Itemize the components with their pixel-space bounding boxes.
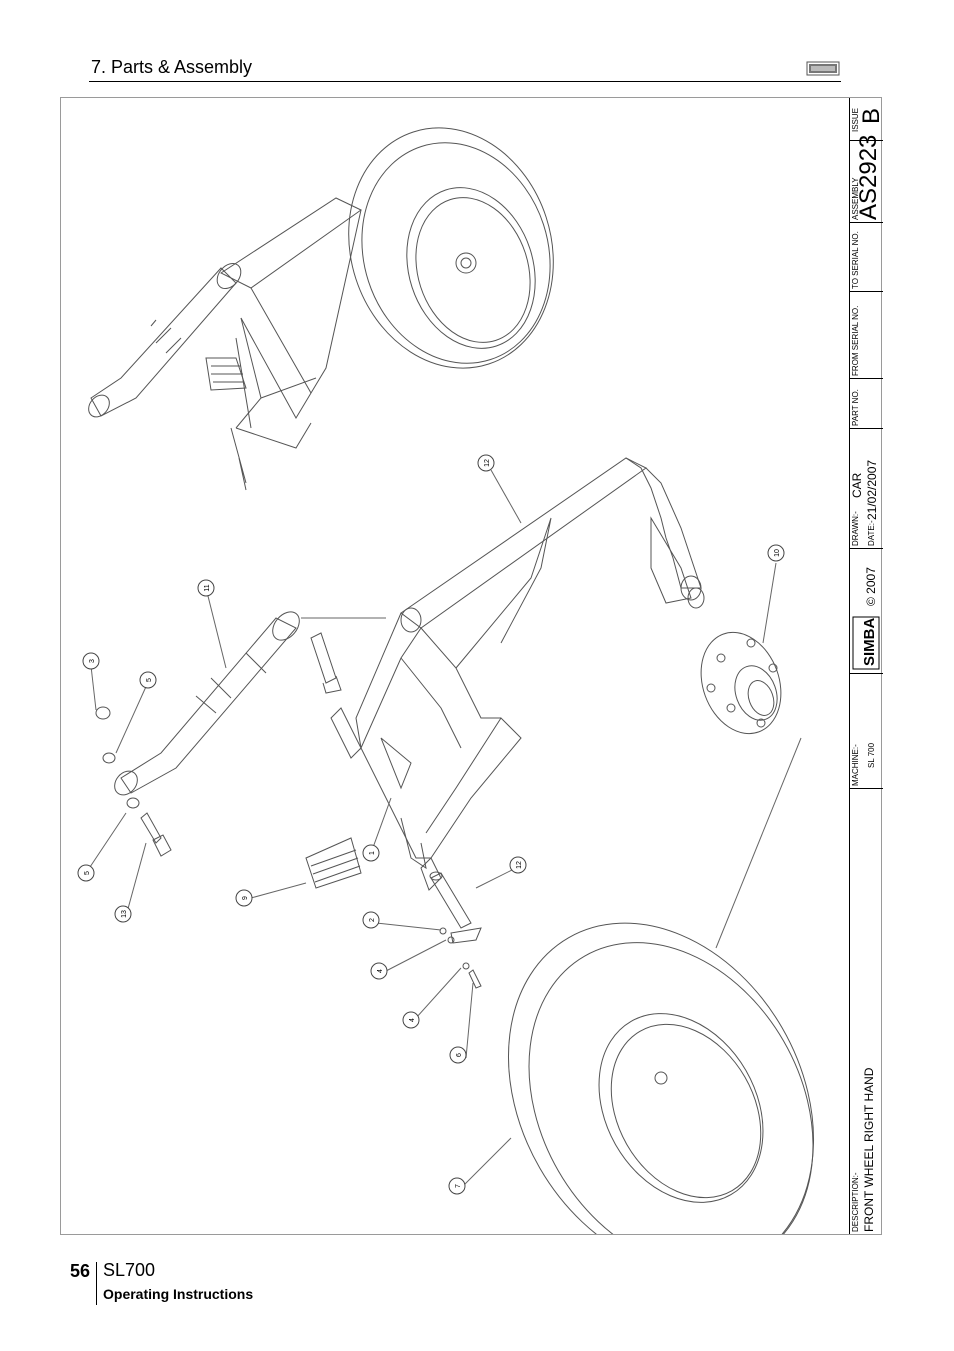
upper-wheel — [348, 127, 554, 369]
footer-divider — [96, 1262, 97, 1305]
exploded-assembly-drawing: 12 10 11 3 5 1 5 13 9 12 2 4 4 6 7 — [77, 127, 814, 1234]
callout-8: 9 — [235, 889, 253, 907]
svg-text:10: 10 — [774, 549, 781, 557]
svg-text:12: 12 — [484, 459, 491, 467]
date: 21/02/2007 — [865, 459, 879, 520]
callout-3: 3 — [82, 652, 100, 670]
pin-12 — [429, 871, 482, 944]
upper-axle-arm — [219, 197, 362, 449]
tb-divider — [850, 788, 883, 789]
svg-text:5: 5 — [146, 678, 153, 682]
svg-text:4: 4 — [377, 969, 384, 973]
tb-divider — [850, 140, 883, 141]
date-label: DATE:- — [867, 520, 876, 546]
drawn: CAR — [850, 472, 864, 498]
callout-6: 6 — [449, 1046, 467, 1064]
bolt-13 — [140, 812, 172, 857]
pin-10 — [310, 632, 342, 694]
main-axle-arm — [330, 457, 702, 891]
svg-text:2: 2 — [369, 918, 376, 922]
svg-text:13: 13 — [121, 910, 128, 918]
tb-divider — [850, 548, 883, 549]
simba-logo-icon — [806, 61, 840, 76]
drawing-frame — [60, 97, 882, 1235]
tb-divider — [850, 673, 883, 674]
lower-wheel — [508, 922, 814, 1234]
callout-5b: 5 — [77, 864, 95, 882]
simba-logo-icon: SIMBA — [852, 616, 880, 670]
svg-text:6: 6 — [456, 1053, 463, 1057]
machine: SL 700 — [867, 742, 876, 768]
callout-9: 10 — [767, 544, 785, 562]
callout-5a: 5 — [139, 671, 157, 689]
header-rule — [89, 81, 841, 82]
callout-12: 12 — [509, 856, 527, 874]
hub — [700, 631, 782, 735]
svg-text:11: 11 — [204, 584, 211, 591]
description: FRONT WHEEL RIGHT HAND — [862, 1067, 876, 1232]
footer-subtitle: Operating Instructions — [103, 1286, 254, 1302]
svg-text:1: 1 — [369, 851, 376, 855]
callout-7: 7 — [448, 1177, 466, 1195]
assembly-number: AS2923 — [855, 134, 882, 220]
model-name: SL700 — [103, 1260, 156, 1280]
description-label: DESCRIPTION:- — [851, 1172, 860, 1232]
callout-11: 12 — [477, 454, 495, 472]
callout-13: 13 — [114, 905, 132, 923]
callout-1: 1 — [362, 844, 380, 862]
svg-text:SIMBA: SIMBA — [861, 618, 878, 667]
callout-4b: 4 — [402, 1011, 420, 1029]
svg-text:9: 9 — [242, 896, 249, 900]
stub-axle — [650, 516, 705, 609]
section-title: 7. Parts & Assembly — [91, 57, 253, 77]
from-serial-label: FROM SERIAL NO. — [851, 305, 860, 376]
callout-2: 2 — [362, 911, 380, 929]
issue: B — [858, 107, 885, 124]
tb-divider — [850, 291, 883, 292]
clamp-8 — [305, 837, 362, 889]
tb-divider — [850, 222, 883, 223]
middle-turnbuckle — [114, 611, 300, 796]
page-number: 56 — [70, 1261, 91, 1281]
svg-text:7: 7 — [455, 1184, 462, 1188]
drawn-label: DRAWN:- — [851, 511, 860, 546]
title-block: DESCRIPTION:- FRONT WHEEL RIGHT HAND MAC… — [849, 98, 885, 1234]
to-serial-label: TO SERIAL NO. — [851, 231, 860, 289]
svg-text:5: 5 — [84, 871, 91, 875]
machine-label: MACHINE:- — [851, 744, 860, 786]
callout-4a: 4 — [370, 962, 388, 980]
svg-text:12: 12 — [516, 861, 523, 869]
tb-divider — [850, 378, 883, 379]
nut-3 — [95, 706, 140, 809]
upper-turnbuckle — [88, 262, 242, 418]
upper-clamp — [205, 337, 252, 491]
svg-text:4: 4 — [409, 1018, 416, 1022]
part-no-label: PART NO. — [851, 389, 860, 426]
copyright: © 2007 — [864, 567, 878, 606]
small-fasteners — [439, 927, 482, 989]
svg-text:3: 3 — [89, 659, 96, 663]
leader-lines — [85, 469, 802, 1189]
callout-10: 11 — [197, 579, 215, 597]
tb-divider — [850, 428, 883, 429]
